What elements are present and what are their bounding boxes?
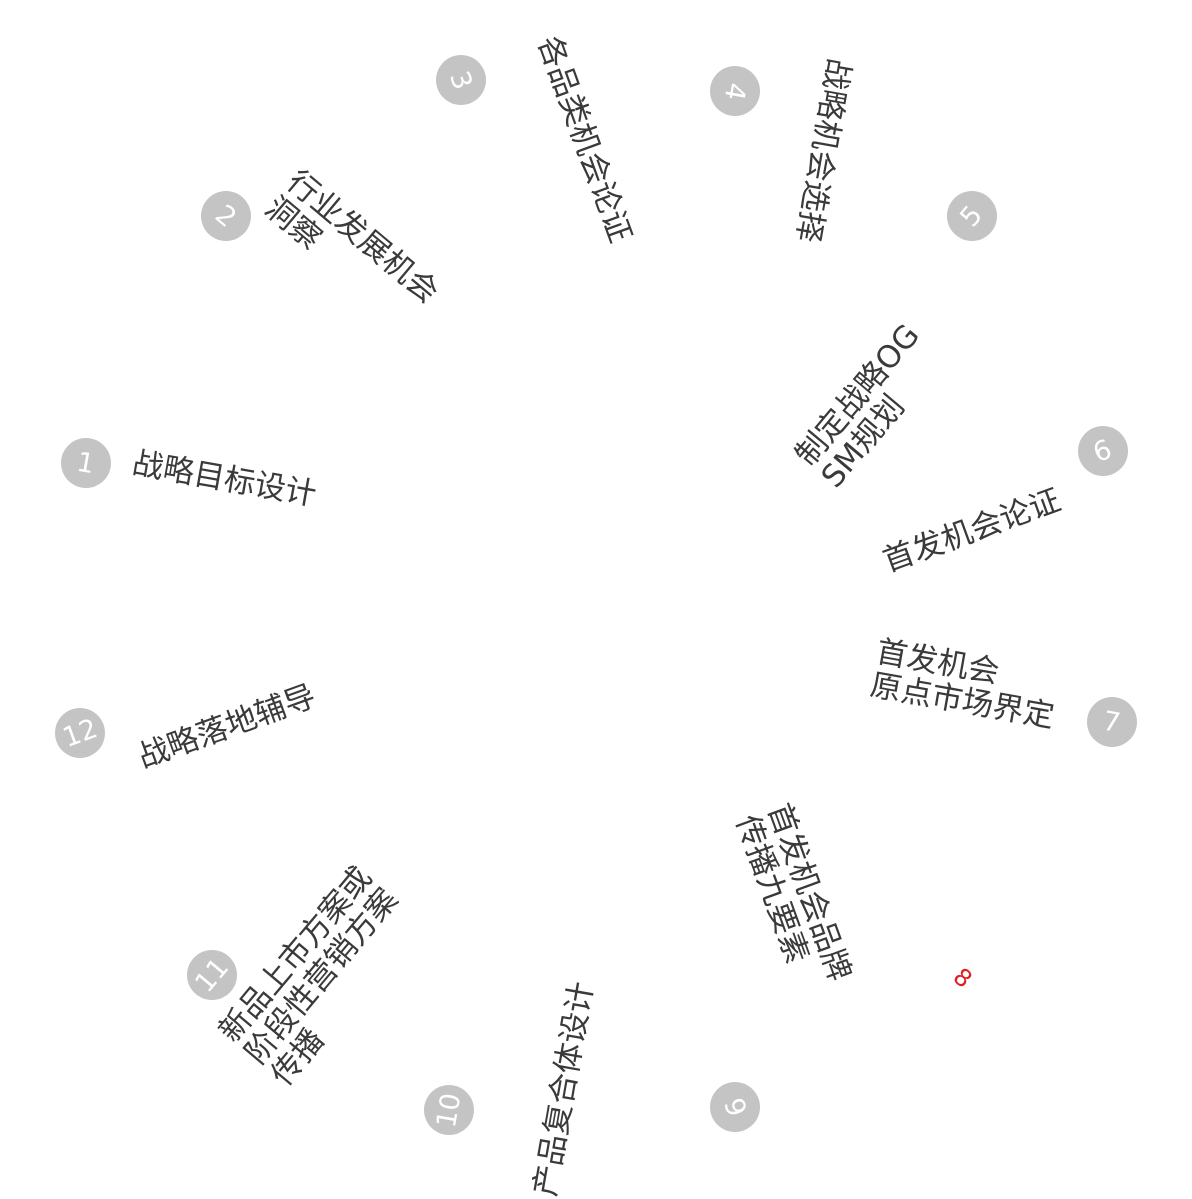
step-11-label: 新品上市方案或 阶段性营销方案 传播 bbox=[212, 860, 431, 1093]
step-9-number: 9 bbox=[717, 1093, 753, 1121]
step-1-line-1: 战略目标设计 bbox=[129, 445, 320, 513]
step-12-number: 12 bbox=[58, 712, 102, 754]
step-4-label: 战略机会选择 bbox=[789, 55, 857, 246]
step-8-number: 8 bbox=[947, 962, 978, 994]
step-2-label: 行业发展机会 洞察 bbox=[258, 164, 445, 336]
step-11-badge: 11 bbox=[187, 950, 237, 1000]
step-10-label: 产品复合体设计 bbox=[527, 978, 601, 1199]
step-7-label: 首发机会 原点市场界定 bbox=[868, 634, 1063, 735]
step-5-label: 制定战略OG SM规划 bbox=[789, 318, 952, 495]
step-3-badge: 3 bbox=[436, 55, 486, 105]
step-10-badge: 10 bbox=[424, 1085, 474, 1135]
step-3-line-1: 各品类机会论证 bbox=[530, 31, 639, 248]
step-3-number: 3 bbox=[443, 66, 479, 94]
step-9-badge: 9 bbox=[710, 1082, 760, 1132]
step-4-line-1: 战略机会选择 bbox=[789, 55, 857, 246]
step-1-number: 1 bbox=[74, 446, 98, 480]
step-6-badge: 6 bbox=[1078, 426, 1128, 476]
step-1-label: 战略目标设计 bbox=[129, 445, 320, 513]
step-3-label: 各品类机会论证 bbox=[530, 31, 639, 248]
step-10-number: 10 bbox=[430, 1090, 468, 1130]
step-11-number: 11 bbox=[189, 951, 235, 999]
step-6-label: 首发机会论证 bbox=[878, 482, 1066, 580]
step-6-line-1: 首发机会论证 bbox=[878, 482, 1066, 580]
step-12-label: 战略落地辅导 bbox=[133, 678, 321, 776]
step-12-line-1: 战略落地辅导 bbox=[133, 678, 321, 776]
step-7-badge: 7 bbox=[1087, 697, 1137, 747]
step-12-badge: 12 bbox=[55, 708, 105, 758]
step-5-badge: 5 bbox=[947, 191, 997, 241]
step-4-badge: 4 bbox=[710, 66, 760, 116]
step-2-number: 2 bbox=[209, 198, 243, 234]
step-9-label: 首发机会品牌 传播九要素 bbox=[728, 799, 857, 997]
step-10-line-1: 产品复合体设计 bbox=[527, 978, 601, 1199]
step-7-number: 7 bbox=[1100, 705, 1124, 739]
step-6-number: 6 bbox=[1089, 433, 1117, 469]
step-5-number: 5 bbox=[954, 199, 990, 233]
step-2-badge: 2 bbox=[201, 191, 251, 241]
step-1-badge: 1 bbox=[61, 438, 111, 488]
step-4-number: 4 bbox=[718, 79, 752, 103]
step-8-marker: 8 bbox=[947, 962, 978, 994]
